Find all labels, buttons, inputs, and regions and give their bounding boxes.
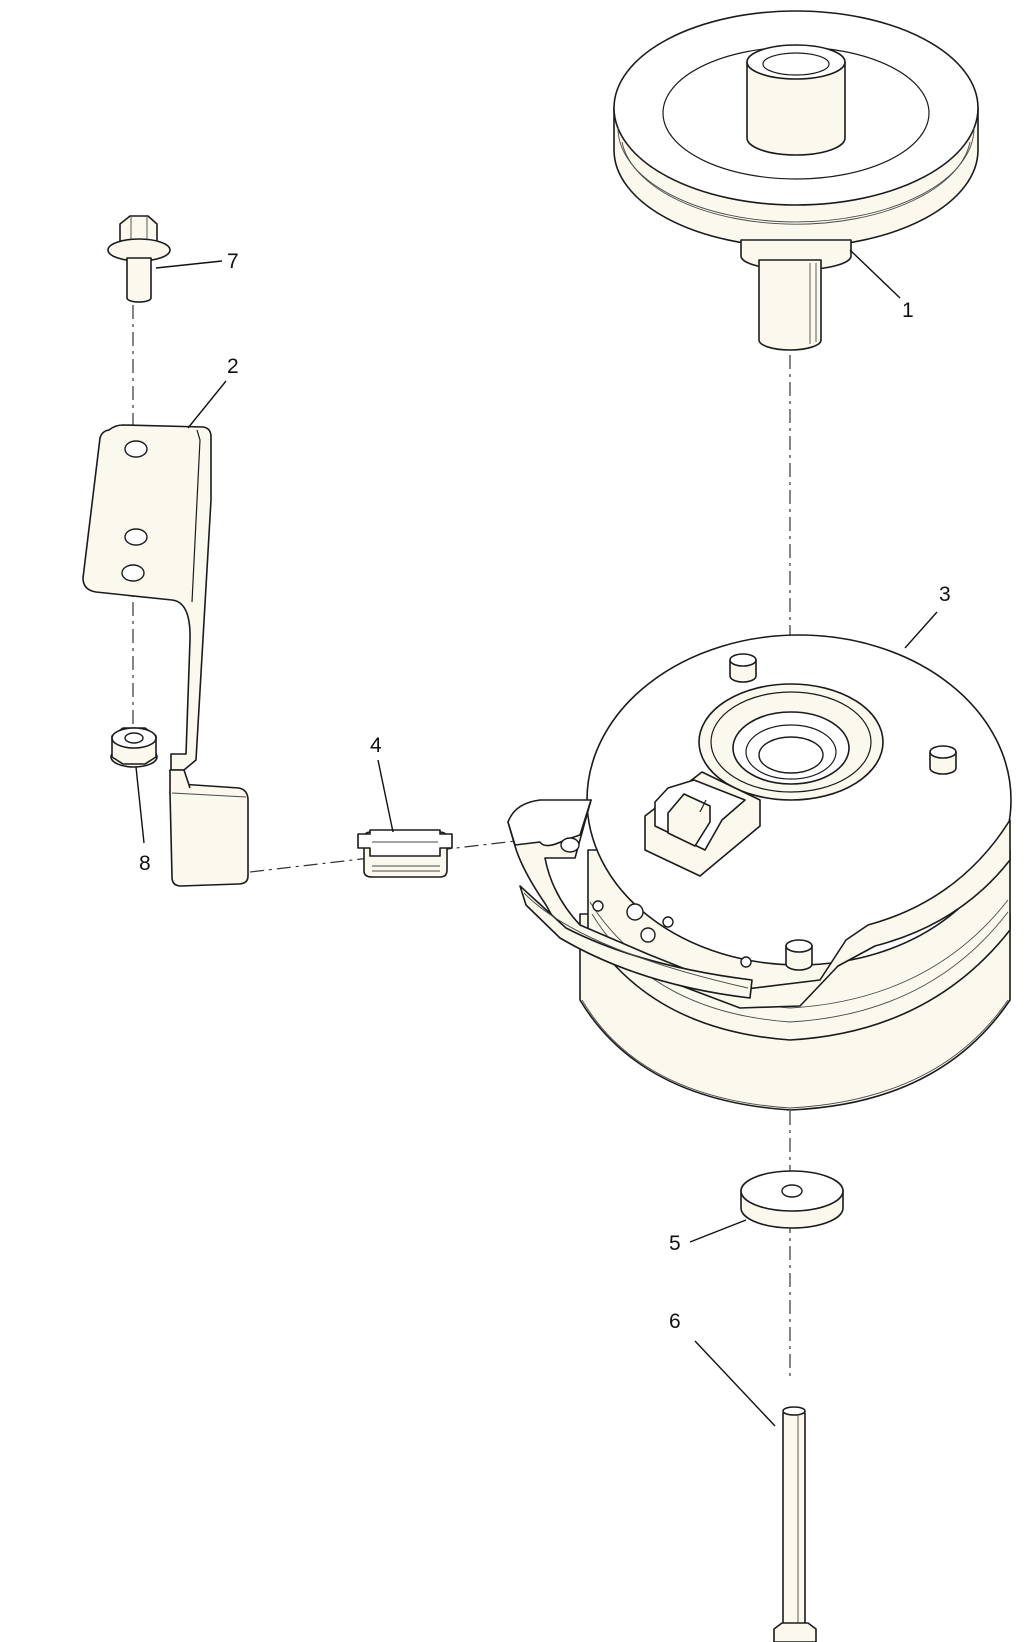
long-bolt-part-6: [773, 1406, 817, 1642]
callout-7: 7: [227, 250, 239, 273]
washer-part-5: [740, 1170, 844, 1229]
callout-8: 8: [139, 852, 151, 875]
clutch-part-3: [507, 634, 1012, 1111]
callout-6: 6: [669, 1310, 681, 1333]
bracket-part-2: [82, 424, 249, 887]
leader-lines: [135, 249, 938, 1427]
leader-2: [187, 380, 227, 429]
callout-labels: 1 2 3 4 5 6 7 8: [139, 250, 951, 1333]
flange-bolt-part-7: [107, 215, 171, 303]
connector-clip-part-4: [357, 829, 453, 878]
callout-4: 4: [370, 734, 382, 757]
callout-2: 2: [227, 355, 239, 378]
callout-1: 1: [902, 299, 914, 322]
leader-6: [694, 1340, 776, 1427]
leader-7: [155, 260, 223, 269]
leader-3: [904, 611, 938, 649]
callout-3: 3: [939, 583, 951, 606]
flange-nut-part-8: [110, 727, 158, 768]
pulley-part-1: [613, 10, 979, 351]
leader-5: [689, 1219, 747, 1243]
leader-4: [377, 759, 394, 833]
connector-line: [249, 840, 517, 873]
callout-5: 5: [669, 1232, 681, 1255]
leader-1: [849, 249, 901, 299]
leader-8: [135, 766, 145, 844]
